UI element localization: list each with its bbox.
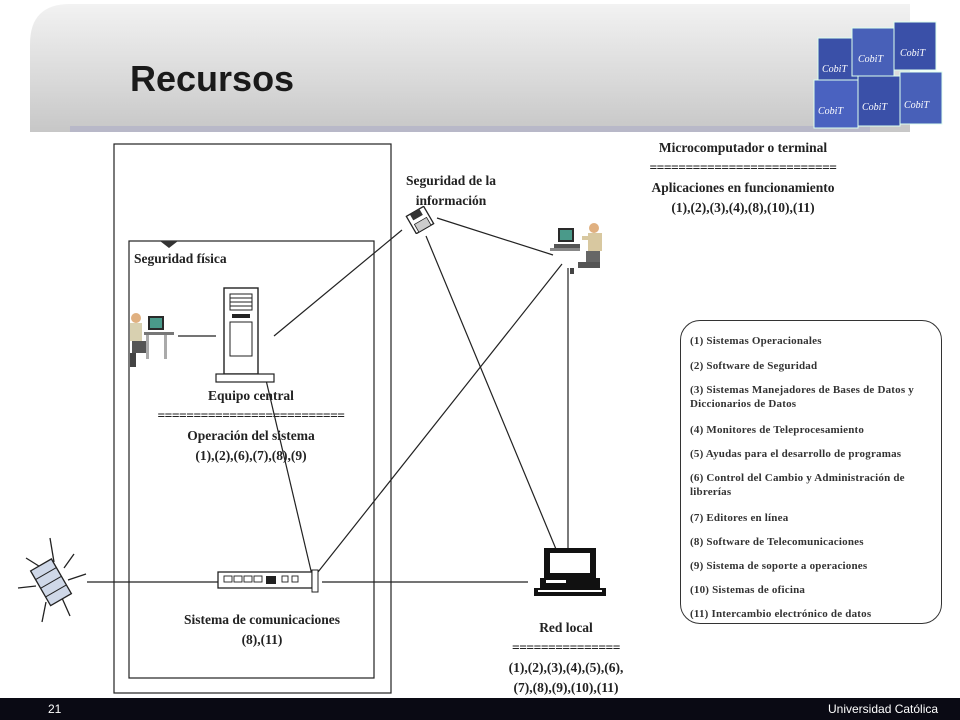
footer-organization: Universidad Católica xyxy=(828,702,939,716)
mainframe-icon xyxy=(215,287,275,383)
seguridad-fisica-label: Seguridad física xyxy=(134,251,227,266)
legend-item-2: (2) Software de Seguridad xyxy=(690,360,818,372)
comunicaciones-label-group: Sistema de comunicaciones (8),(11) xyxy=(152,610,372,650)
footer-bar xyxy=(0,698,960,720)
equipo-central-separator: ========================== xyxy=(157,408,345,423)
comunicaciones-codes: (8),(11) xyxy=(241,632,283,647)
legend-item-7: (7) Editores en línea xyxy=(690,512,789,524)
equipo-central-codes: (1),(2),(6),(7),(8),(9) xyxy=(195,448,307,463)
outer-boundary-box xyxy=(113,143,392,694)
seguridad-info-line1: Seguridad de la xyxy=(405,173,497,188)
link-equipo-seguridad xyxy=(273,229,403,337)
legend-item-8: (8) Software de Telecomunicaciones xyxy=(690,536,864,548)
logo-text-2: CobiT xyxy=(858,54,884,65)
equipo-central-title: Equipo central xyxy=(208,388,294,403)
red-local-title: Red local xyxy=(539,620,593,635)
micro-subtitle: Aplicaciones en funcionamiento xyxy=(651,180,835,195)
logo-text-3: CobiT xyxy=(900,48,926,59)
micro-separator: ========================== xyxy=(649,160,837,175)
comunicaciones-title: Sistema de comunicaciones xyxy=(184,612,340,627)
seguridad-info-line2: información xyxy=(415,193,487,208)
legend-item-4: (4) Monitores de Teleprocesamiento xyxy=(690,424,865,436)
red-local-codes-line2: (7),(8),(9),(10),(11) xyxy=(513,680,619,695)
red-local-codes-line1: (1),(2),(3),(4),(5),(6), xyxy=(508,660,624,675)
link-seguridad-red xyxy=(425,235,564,567)
seguridad-info-label: Seguridad de la información xyxy=(372,171,530,211)
legend-item-10: (10) Sistemas de oficina xyxy=(690,584,806,596)
logo-text-5: CobiT xyxy=(862,102,888,113)
red-local-separator: =============== xyxy=(512,640,620,655)
workstation-user-icon xyxy=(550,223,602,274)
network-computer-icon xyxy=(534,548,606,596)
equipo-central-label-group: Equipo central =========================… xyxy=(126,386,376,466)
micro-title: Microcomputador o terminal xyxy=(658,140,828,155)
legend-item-3: (3) Sistemas Manejadores de Bases de Dat… xyxy=(690,384,914,410)
micro-codes: (1),(2),(3),(4),(8),(10),(11) xyxy=(671,200,815,215)
comm-board-icon xyxy=(217,569,319,593)
slide-title: Recursos xyxy=(130,58,295,99)
floppy-disk-icon xyxy=(405,206,435,234)
red-local-label-group: Red local =============== (1),(2),(3),(4… xyxy=(484,618,648,698)
inner-boundary-box xyxy=(128,240,375,679)
legend-item-11: (11) Intercambio electrónico de datos xyxy=(690,608,872,620)
link-equipo-comunicaciones xyxy=(265,379,313,576)
link-micro-comunicaciones xyxy=(317,263,563,573)
logo-text-4: CobiT xyxy=(818,106,844,117)
link-seguridad-micro xyxy=(436,217,554,256)
logo-text-1: CobiT xyxy=(822,64,848,75)
legend-item-9: (9) Sistema de soporte a operaciones xyxy=(690,560,868,572)
micro-label-group: Microcomputador o terminal =============… xyxy=(612,138,874,218)
satellite-icon xyxy=(17,537,87,623)
marker-icon xyxy=(160,241,178,248)
operator-icon xyxy=(130,313,174,367)
equipo-central-subtitle: Operación del sistema xyxy=(187,428,315,443)
legend-item-1: (1) Sistemas Operacionales xyxy=(690,335,822,347)
page-number: 21 xyxy=(48,702,62,716)
cobit-books-logo: CobiT CobiT CobiT CobiT CobiT CobiT xyxy=(813,21,943,129)
title-band xyxy=(30,4,910,132)
logo-text-6: CobiT xyxy=(904,100,930,111)
legend-box: (1) Sistemas Operacionales (2) Software … xyxy=(680,320,942,624)
legend-item-5: (5) Ayudas para el desarrollo de program… xyxy=(690,448,902,460)
legend-item-6: (6) Control del Cambio y Administración … xyxy=(690,472,905,498)
